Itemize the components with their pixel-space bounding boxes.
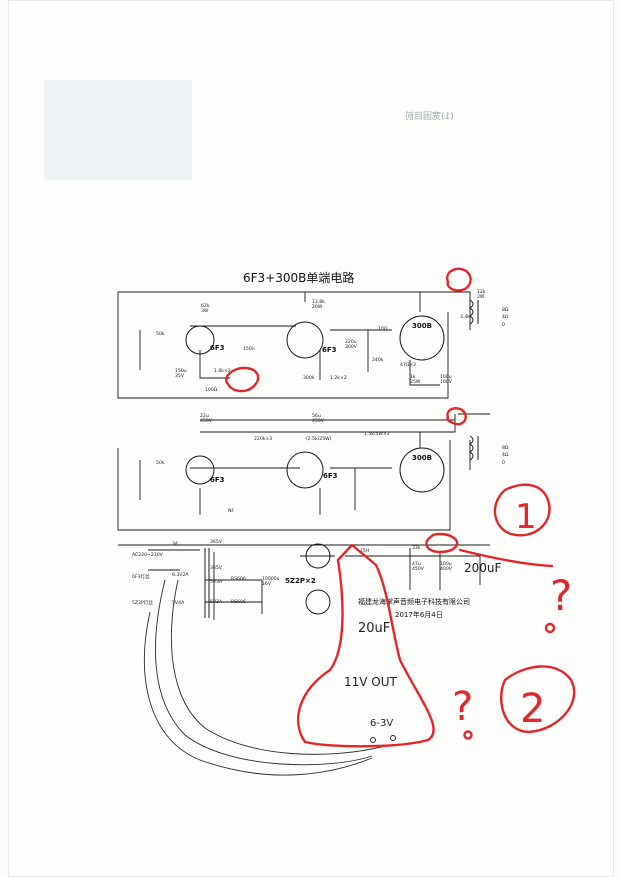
label-tap-0-b: 0 (502, 460, 505, 466)
tube-label-v3: 300B (412, 322, 432, 330)
label-tap-4-b: 4Ω (502, 452, 509, 458)
label-5v3a-b: 5V3A (210, 599, 223, 605)
label-r300k: 300k (303, 375, 315, 381)
tube-label-v2: 6F3 (322, 346, 337, 354)
label-tap-8-b: 8Ω (502, 445, 509, 451)
question-mark-2: ? (452, 684, 473, 730)
label-r1k5: 1.5k/5W×2 (364, 431, 390, 437)
label-r220k: 220k×3 (254, 436, 272, 442)
red-marker-annotations: 1 2 ? ? (225, 267, 576, 748)
tube-label-rectifier: 5Z2P×2 (285, 577, 316, 585)
label-r240k: 240k (372, 357, 384, 363)
label-fuse: 3A (172, 541, 179, 547)
pencil-wiring (144, 579, 386, 776)
company-name: 福建龙海掌声音频电子科技有限公司 (358, 597, 470, 606)
document-title: 6F3+300B单端电路 (243, 270, 354, 285)
question-mark-1: ? (550, 571, 572, 620)
label-365v-a: 365V (210, 539, 223, 545)
marker-circle-mid (446, 407, 467, 426)
marker-outline-funnel (296, 543, 435, 748)
tube-label-v6: 300B (412, 454, 432, 462)
label-r50k: 50k (156, 331, 165, 337)
wiring (117, 291, 490, 620)
mark-2: 2 (520, 686, 545, 732)
label-rs606-b: RS606 (231, 599, 246, 605)
label-r10: 10Ω (378, 326, 388, 332)
label-r2k5: (2.5k/25W) (306, 436, 332, 442)
handwritten-out-voltage: 6-3V (370, 718, 393, 729)
label-365v-b: 365V (210, 565, 223, 571)
question-dot-1 (544, 622, 556, 634)
tube-label-v5: 6F3 (323, 472, 338, 480)
marker-circle-cap (425, 532, 459, 554)
label-r3k4: 3.4k (460, 314, 470, 320)
label-tap-8: 8Ω (502, 307, 509, 313)
question-dot-2 (463, 730, 473, 740)
label-nf: NF (228, 508, 234, 514)
label-5z2p-heater: 5Z2P灯丝 (132, 599, 153, 606)
label-r50k-b: 50k (156, 460, 165, 466)
marker-circle-1 (493, 483, 551, 537)
label-r33k: 33k (412, 545, 421, 551)
marker-circle-2 (500, 665, 576, 734)
tube-label-v1: 6F3 (210, 344, 225, 352)
label-c150n: 150n (243, 346, 255, 352)
label-6v3: 6.3V2A (172, 572, 189, 578)
paper-sheet (8, 0, 614, 877)
label-tap-0: 0 (502, 322, 505, 328)
handwritten-200uf: 200uF (464, 561, 502, 575)
tube-label-v4: 6F3 (210, 476, 225, 484)
label-r1k2: 1.2k×2 (330, 375, 347, 381)
label-r1k6: 1.6k×2 (214, 368, 231, 374)
label-r47: 47Ω×2 (400, 362, 416, 368)
label-5v3a-a: 5V3A (210, 579, 223, 585)
marker-circle-left (225, 366, 260, 393)
label-5v4a: 5V4A (172, 600, 185, 606)
label-15h: 15H (360, 548, 369, 554)
label-tap-4: 4Ω (502, 314, 509, 320)
document-date: 2017年6月4日 (395, 610, 443, 619)
tube-symbols (185, 299, 479, 618)
mark-1: 1 (515, 497, 537, 537)
output-terminals (370, 735, 396, 743)
handwritten-out-label: 11V OUT (344, 675, 398, 689)
label-rs606: RS606 (231, 576, 246, 582)
label-r100: 100Ω (205, 387, 218, 393)
marker-line-right (458, 548, 554, 568)
handwritten-20uf: 20uF (358, 621, 390, 636)
bleed-through-block (44, 80, 192, 180)
label-6f3-heater: 6F3灯丝 (132, 573, 150, 580)
label-ac-in: AC220~230V (132, 552, 164, 558)
marker-circle-top (446, 267, 472, 292)
